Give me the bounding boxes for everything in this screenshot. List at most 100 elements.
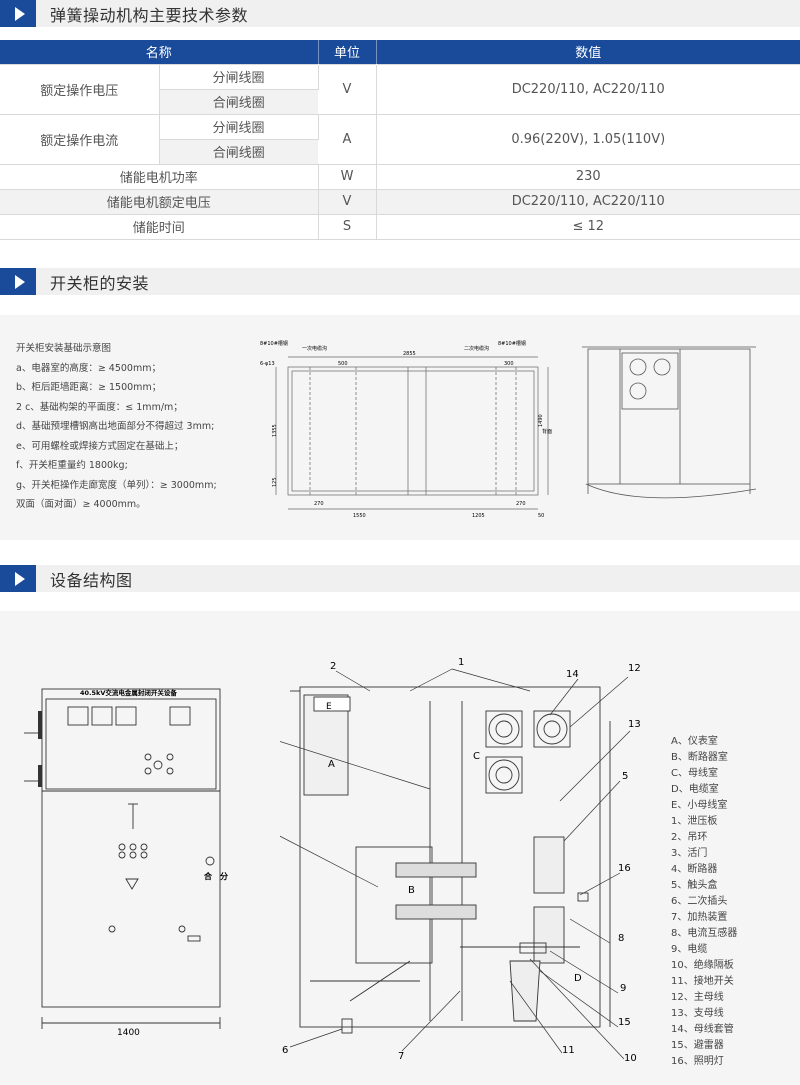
table-header: 数值: [376, 40, 800, 64]
plan-label: 背面: [542, 428, 552, 435]
note-line: 双面（面对面）≥ 4000mm。: [16, 499, 146, 510]
plan-label: 8#10#槽钢: [260, 340, 288, 347]
legend-item: C、母线室: [671, 768, 718, 779]
table-cell: S: [318, 213, 377, 240]
legend-item: 11、接地开关: [671, 976, 734, 987]
table-row: 额定操作电流 分闸线圈 A 0.96(220V), 1.05(110V): [0, 113, 800, 164]
note-line: f、开关柜重量约 1800kg;: [16, 460, 128, 471]
table-cell: 0.96(220V), 1.05(110V): [376, 113, 800, 164]
plan-label: 8#10#槽钢: [498, 340, 526, 347]
plan-dim: 1490: [538, 414, 544, 427]
legend-item: 15、避雷器: [671, 1040, 724, 1051]
plan-dim: 125: [272, 477, 278, 487]
plan-dim: 300: [504, 361, 514, 367]
legend-item: D、电缆室: [671, 784, 719, 795]
legend-item: 5、触头盒: [671, 880, 718, 891]
table-cell: 储能时间: [0, 213, 319, 240]
note-line: a、电器室的高度：≥ 4500mm；: [16, 362, 161, 374]
plan-dim: 1355: [272, 424, 278, 437]
callout-number: 5: [622, 771, 628, 782]
structure-panel: 40.5kV交流电金属封闭开关设备 合 分 1400: [0, 611, 800, 1085]
table-row: 合闸线圈: [0, 138, 800, 164]
table-cell: 储能电机额定电压: [0, 188, 319, 214]
open-label: 分: [220, 871, 228, 881]
callout-number: 7: [398, 1051, 404, 1061]
plan-label: 二次电缆沟: [464, 345, 489, 352]
table-row: 储能时间 S ≤ 12: [0, 213, 800, 240]
plan-dim: 50: [538, 513, 544, 519]
front-title: 40.5kV交流电金属封闭开关设备: [80, 688, 177, 697]
table-cell: 230: [376, 163, 800, 189]
table-cell: A: [318, 113, 377, 164]
legend-item: 1、泄压板: [671, 816, 718, 827]
section-header-install: 开关柜的安装: [0, 268, 800, 295]
callout-number: 6: [282, 1045, 288, 1056]
table-row: 合闸线圈: [0, 88, 800, 114]
callout-number: 14: [566, 669, 579, 680]
table-cell: V: [318, 188, 377, 214]
compartment-label: D: [574, 973, 582, 984]
legend-item: 6、二次插头: [671, 896, 728, 907]
table-cell: W: [318, 163, 377, 189]
structure-legend: A、仪表室 B、断路器室 C、母线室 D、电缆室 E、小母线室 1、泄压板 2、…: [671, 734, 737, 1070]
compartment-label: B: [408, 885, 415, 896]
table-cell: 额定操作电压: [0, 63, 160, 114]
section-title: 开关柜的安装: [50, 273, 150, 293]
cabinet-front-view: 40.5kV交流电金属封闭开关设备 合 分 1400: [24, 688, 228, 1038]
table-header: 名称: [0, 40, 319, 64]
legend-item: 10、绝缘隔板: [671, 960, 734, 971]
table-cell: 合闸线圈: [159, 88, 318, 114]
section-header-structure: 设备结构图: [0, 565, 800, 592]
legend-item: 9、电缆: [671, 944, 708, 955]
plan-dim: 1550: [353, 513, 366, 519]
legend-item: E、小母线室: [671, 800, 728, 811]
compartment-label: A: [328, 759, 335, 770]
install-panel: 开关柜安装基础示意图 a、电器室的高度：≥ 4500mm； b、柜后距墙距离：≥…: [0, 315, 800, 540]
legend-item: 7、加热装置: [671, 912, 728, 923]
table-cell: DC220/110, AC220/110: [376, 63, 800, 114]
plan-label: 6-φ13: [260, 361, 275, 367]
table-row: 储能电机额定电压 V DC220/110, AC220/110: [0, 188, 800, 214]
foundation-plan-drawing: 8#10#槽钢 一次电缆沟 二次电缆沟 8#10#槽钢 6-φ13 背面 285…: [260, 340, 552, 519]
plan-dim: 270: [314, 501, 324, 507]
cabinet-section-view: 1 2 3 4 5 6 7 8 9 10 11 12 13 14 15 16 A…: [280, 657, 641, 1061]
callout-number: 2: [330, 661, 336, 672]
legend-item: B、断路器室: [671, 752, 728, 763]
play-arrow-icon: [0, 565, 36, 592]
callout-number: 9: [620, 983, 626, 994]
callout-number: 15: [618, 1017, 631, 1028]
install-notes: 开关柜安装基础示意图 a、电器室的高度：≥ 4500mm； b、柜后距墙距离：≥…: [16, 339, 217, 515]
table-cell: V: [318, 63, 377, 114]
table-cell: ≤ 12: [376, 213, 800, 240]
callout-number: 12: [628, 663, 641, 674]
table-cell: 合闸线圈: [159, 138, 318, 164]
section-title: 弹簧操动机构主要技术参数: [50, 5, 249, 25]
callout-number: 11: [562, 1045, 575, 1056]
note-line: g、开关柜操作走廊宽度（单列）：≥ 3000mm;: [16, 479, 217, 491]
legend-item: 3、活门: [671, 848, 708, 859]
legend-item: 13、支母线: [671, 1008, 724, 1019]
plan-dim: 2855: [403, 351, 416, 357]
play-arrow-icon: [0, 268, 36, 295]
compartment-label: C: [473, 751, 480, 762]
legend-item: A、仪表室: [671, 736, 718, 747]
callout-number: 13: [628, 719, 641, 730]
table-row: 额定操作电压 分闸线圈 V DC220/110, AC220/110: [0, 63, 800, 114]
width-dimension: 1400: [117, 1028, 140, 1038]
table-cell: 储能电机功率: [0, 163, 319, 189]
plan-dim: 270: [516, 501, 526, 507]
spec-table: 名称 单位 数值 额定操作电压 分闸线圈 V DC220/110, AC220/…: [0, 40, 800, 240]
note-line: d、基础预埋槽钢高出地面部分不得超过 3mm;: [16, 421, 215, 432]
legend-item: 4、断路器: [671, 864, 718, 875]
note-line: b、柜后距墙距离：≥ 1500mm；: [16, 382, 162, 393]
close-label: 合: [203, 871, 213, 881]
plan-dim: 500: [338, 361, 348, 367]
section-header-specs: 弹簧操动机构主要技术参数: [0, 0, 800, 27]
table-cell: DC220/110, AC220/110: [376, 188, 800, 214]
legend-item: 16、照明灯: [671, 1056, 724, 1067]
callout-number: 16: [618, 863, 631, 874]
compartment-label: E: [326, 702, 332, 712]
legend-item: 8、电流互感器: [671, 928, 738, 939]
table-cell: 分闸线圈: [159, 63, 319, 89]
legend-item: 2、吊环: [671, 832, 708, 843]
